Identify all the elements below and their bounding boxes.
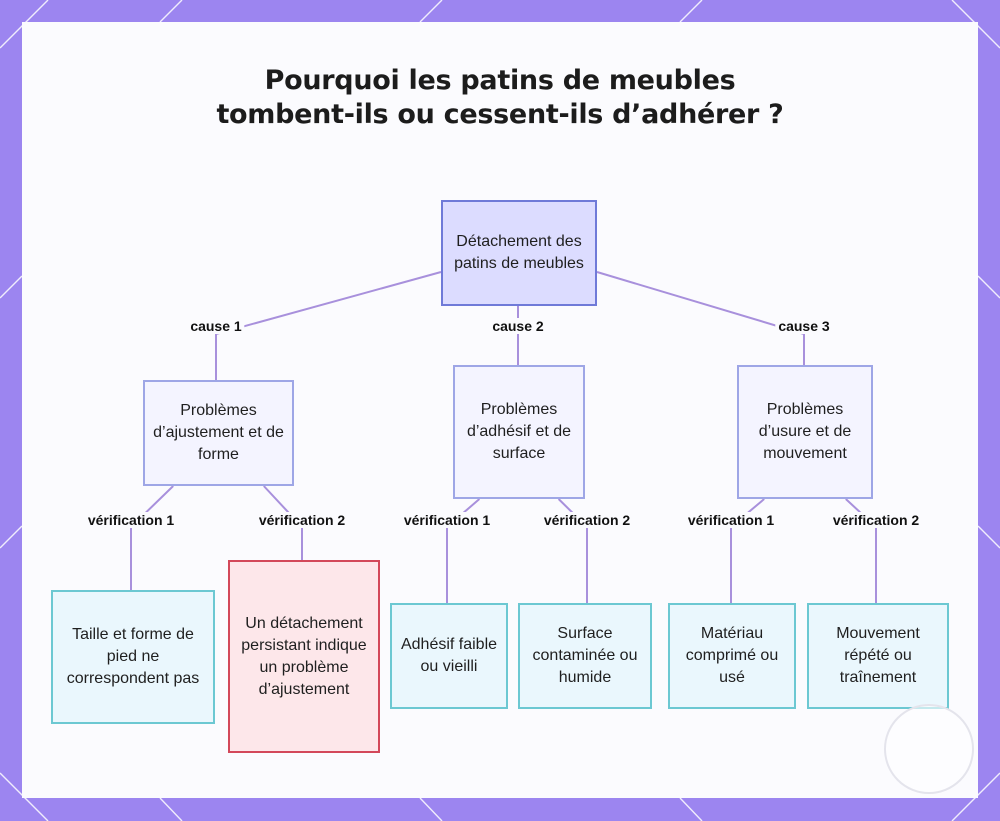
check-edge-label: vérification 2	[540, 512, 634, 528]
check-node-text: Adhésif faible ou vieilli	[400, 636, 498, 675]
check-node-text: Surface contaminée ou humide	[532, 625, 638, 686]
check-node: Matériau comprimé ou usé	[668, 603, 796, 709]
check-node-text: Un détachement persistant indique un pro…	[241, 614, 367, 698]
diagram-title: Pourquoi les patins de meubles tombent-i…	[216, 65, 784, 130]
root-node: Détachement des patins de meubles	[441, 200, 597, 306]
check-node: Taille et forme de pied ne correspondent…	[51, 590, 215, 724]
cause-node: Problèmes d’adhésif et de surface	[453, 365, 585, 499]
cause-edge-label: cause 3	[775, 318, 833, 334]
check-node: Un détachement persistant indique un pro…	[228, 560, 380, 753]
watermark-logo	[884, 704, 974, 794]
cause-node-text: Problèmes d’usure et de mouvement	[758, 401, 852, 462]
check-edge-label: vérification 2	[829, 512, 923, 528]
cause-edge-label: cause 2	[489, 318, 547, 334]
check-node: Adhésif faible ou vieilli	[390, 603, 508, 709]
check-node: Surface contaminée ou humide	[518, 603, 652, 709]
check-edge-label: vérification 1	[84, 512, 178, 528]
edge-root-cause-1	[215, 271, 442, 380]
cause-node-text: Problèmes d’ajustement et de forme	[153, 402, 284, 463]
check-node-text: Matériau comprimé ou usé	[685, 625, 779, 686]
check-node: Mouvement répété ou traînement	[807, 603, 949, 709]
cause-node: Problèmes d’ajustement et de forme	[143, 380, 294, 486]
check-node-text: Mouvement répété ou traînement	[836, 625, 920, 686]
edge-cause-1-check-1	[130, 485, 174, 590]
root-node-text: Détachement des patins de meubles	[454, 233, 584, 272]
check-edge-label: vérification 1	[400, 512, 494, 528]
check-edge-label: vérification 1	[684, 512, 778, 528]
cause-edge-label: cause 1	[187, 318, 245, 334]
check-node-text: Taille et forme de pied ne correspondent…	[66, 626, 200, 687]
cause-node-text: Problèmes d’adhésif et de surface	[466, 401, 572, 462]
cause-node: Problèmes d’usure et de mouvement	[737, 365, 873, 499]
edge-root-cause-3	[596, 271, 805, 365]
check-edge-label: vérification 2	[255, 512, 349, 528]
